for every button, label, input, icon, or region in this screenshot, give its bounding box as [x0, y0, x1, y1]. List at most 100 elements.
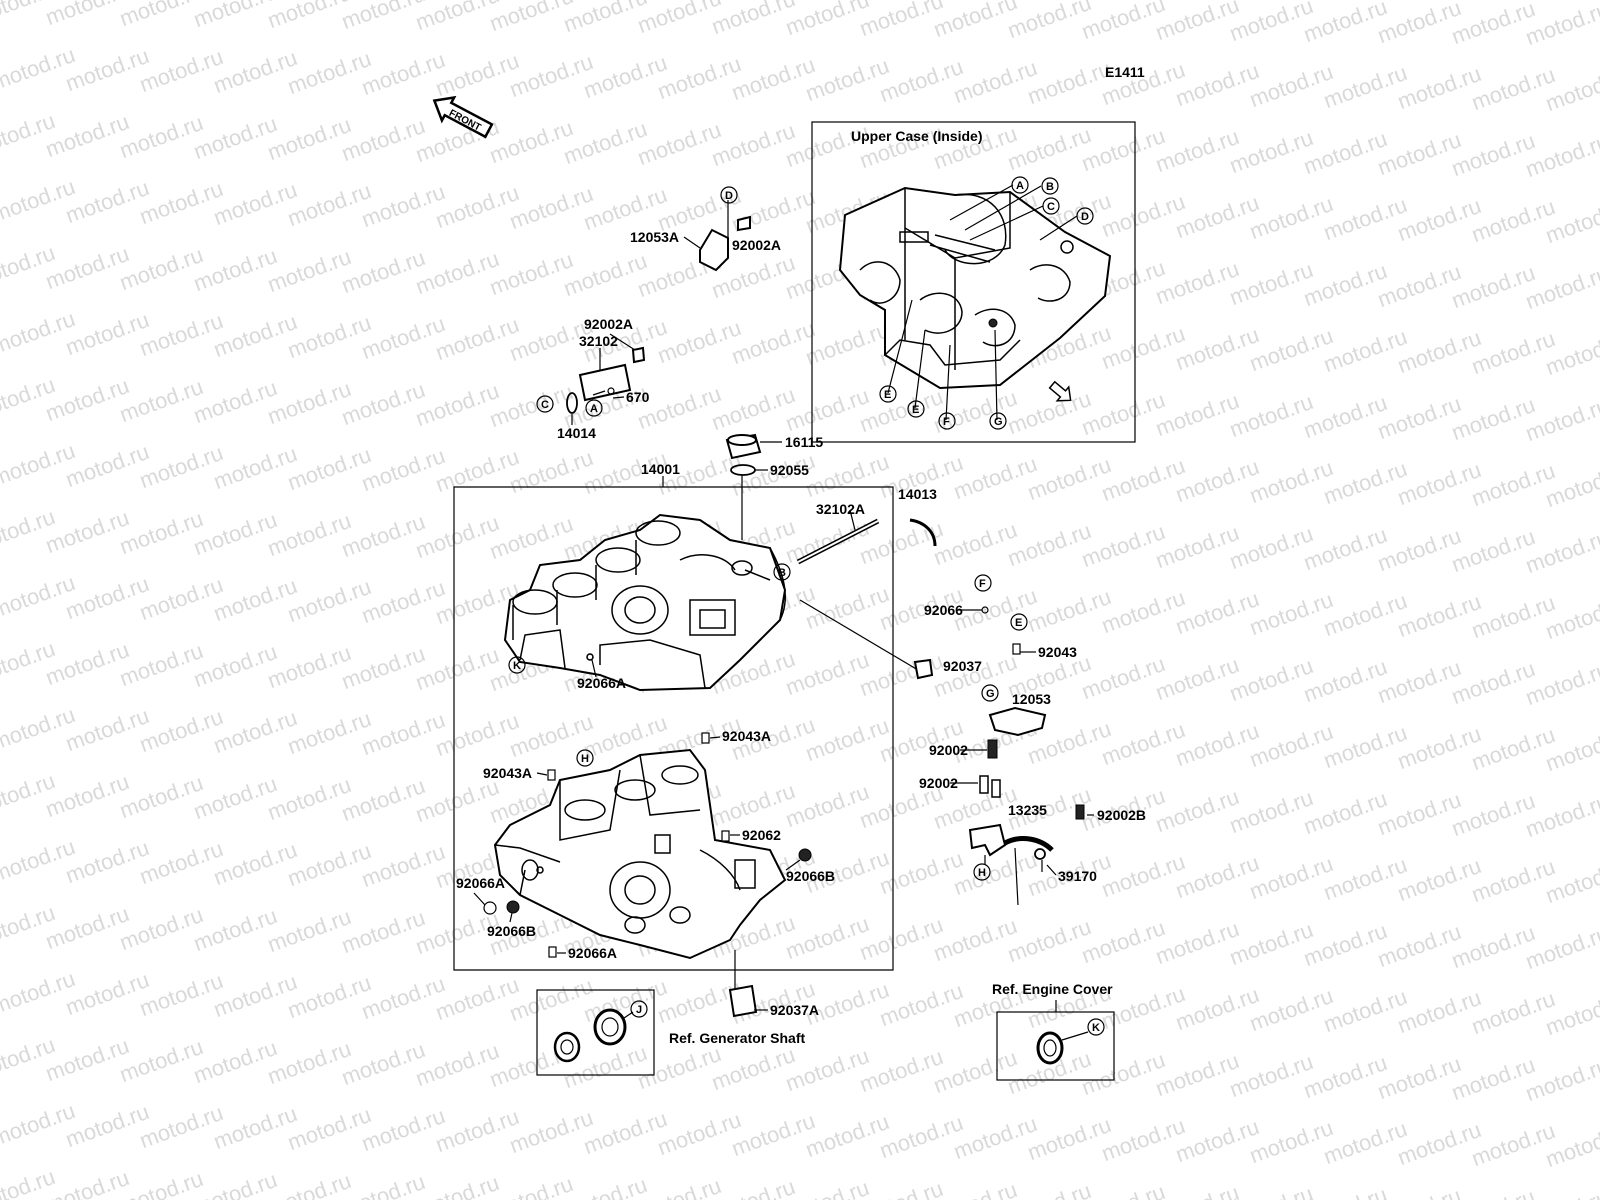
- ref-F-right: F: [974, 574, 992, 592]
- svg-text:A: A: [590, 403, 598, 415]
- front-arrow-icon: FRONT: [432, 95, 494, 139]
- svg-text:D: D: [725, 190, 733, 202]
- bracket-12053A: [699, 200, 751, 272]
- part-92002-b: 92002: [919, 775, 958, 791]
- svg-text:C: C: [1047, 201, 1055, 213]
- ref-E-inset-1: E: [879, 385, 897, 403]
- ref-E-inset-2: E: [907, 400, 925, 418]
- ref-A-left: A: [585, 399, 603, 417]
- svg-text:G: G: [994, 416, 1003, 428]
- part-92037: 92037: [943, 658, 982, 674]
- part-12053: 12053: [1012, 691, 1051, 707]
- svg-text:E: E: [1015, 617, 1022, 629]
- part-670: 670: [626, 389, 650, 405]
- leader-92037: [799, 599, 919, 671]
- part-92002B: 92002B: [1097, 807, 1146, 823]
- svg-text:E: E: [884, 389, 891, 401]
- upper-case-drawing: [838, 186, 1112, 390]
- ref-C-inset: C: [1042, 197, 1060, 215]
- svg-text:H: H: [581, 753, 589, 765]
- lower-crankcase: [493, 748, 787, 960]
- svg-text:K: K: [513, 660, 521, 672]
- bracket-12053: [988, 706, 1047, 737]
- part-92066-shape: [981, 606, 989, 614]
- part-92037A-shape: [728, 984, 758, 1018]
- bolt-92002-b: [979, 775, 989, 794]
- svg-text:F: F: [979, 578, 986, 590]
- engine-cover-frame: [996, 1011, 1115, 1081]
- case-hardware: [483, 653, 812, 958]
- svg-text:C: C: [541, 399, 549, 411]
- ref-G-inset: G: [989, 412, 1007, 430]
- engine-cover-seal: [1036, 1031, 1089, 1065]
- part-13235: 13235: [1008, 802, 1047, 818]
- part-92066: 92066: [924, 602, 963, 618]
- part-92066B-left: 92066B: [487, 923, 536, 939]
- part-92037-shape: [913, 658, 934, 680]
- part-92043A-right: 92043A: [722, 728, 771, 744]
- svg-text:B: B: [778, 567, 786, 579]
- part-92037A: 92037A: [770, 1002, 819, 1018]
- ref-J: J: [630, 1000, 648, 1018]
- generator-shaft-seals: [553, 1008, 634, 1063]
- svg-text:E: E: [912, 404, 919, 416]
- svg-text:J: J: [636, 1004, 642, 1016]
- part-39170: 39170: [1058, 868, 1097, 884]
- part-14013: 14013: [898, 486, 937, 502]
- bracket-13235: [968, 804, 1085, 906]
- part-92002-a: 92002: [929, 742, 968, 758]
- generator-shaft-title: Ref. Generator Shaft: [669, 1030, 805, 1046]
- ref-circles: D C A A B C D E E F G B F E G K H H J K: [508, 176, 1105, 1036]
- upper-case-leaders: [887, 184, 1078, 421]
- part-92066A-bottom: 92066A: [568, 945, 617, 961]
- ref-D-inset: D: [1076, 207, 1094, 225]
- part-labels: 12053A 92002A 92002A 32102 670 14014 161…: [456, 229, 1146, 1018]
- part-92066A-left: 92066A: [456, 875, 505, 891]
- part-92062: 92062: [742, 827, 781, 843]
- part-92066A-upper: 92066A: [577, 675, 626, 691]
- bolt-92002-a: [987, 739, 998, 759]
- part-92002A-top: 92002A: [732, 237, 781, 253]
- ref-H-case: H: [576, 749, 594, 767]
- part-12053A: 12053A: [630, 229, 679, 245]
- ref-K-case: K: [508, 656, 526, 674]
- part-14001: 14001: [641, 461, 680, 477]
- ref-B-case: B: [773, 563, 791, 581]
- ref-C-left: C: [536, 395, 554, 413]
- svg-text:H: H: [978, 867, 986, 879]
- clip-14013: [909, 518, 937, 547]
- oil-filler-cap: [725, 433, 782, 540]
- svg-text:A: A: [1016, 180, 1024, 192]
- part-14014: 14014: [557, 425, 596, 441]
- svg-text:K: K: [1092, 1022, 1100, 1034]
- generator-shaft-frame: [536, 989, 655, 1076]
- part-92043: 92043: [1038, 644, 1077, 660]
- engine-cover-title: Ref. Engine Cover: [992, 981, 1113, 997]
- part-32102: 32102: [579, 333, 618, 349]
- part-92043A-left: 92043A: [483, 765, 532, 781]
- bolt-92002-c: [991, 779, 1001, 798]
- ref-H-right: H: [973, 863, 991, 881]
- ref-F-inset: F: [938, 412, 956, 430]
- svg-text:D: D: [1081, 211, 1089, 223]
- upper-crankcase: [503, 513, 787, 692]
- upper-case-title: Upper Case (Inside): [851, 128, 982, 144]
- svg-text:B: B: [1046, 181, 1054, 193]
- ref-A-inset: A: [1011, 176, 1029, 194]
- ref-E-right: E: [1010, 613, 1028, 631]
- svg-text:G: G: [986, 688, 995, 700]
- upper-case-inset-frame: [811, 121, 1136, 443]
- part-92066B-right: 92066B: [786, 868, 835, 884]
- diagram-code: E1411: [1105, 64, 1145, 80]
- part-32102A: 32102A: [816, 501, 865, 517]
- small-arrow-icon: [1048, 380, 1072, 402]
- label-leaders: [473, 236, 1094, 1011]
- part-92043-shape: [1012, 643, 1021, 655]
- ref-G-right: G: [981, 684, 999, 702]
- part-16115: 16115: [785, 434, 823, 450]
- part-92055: 92055: [770, 462, 809, 478]
- ref-D-top: D: [720, 186, 738, 204]
- ref-B-inset: B: [1041, 177, 1059, 195]
- svg-text:F: F: [943, 416, 950, 428]
